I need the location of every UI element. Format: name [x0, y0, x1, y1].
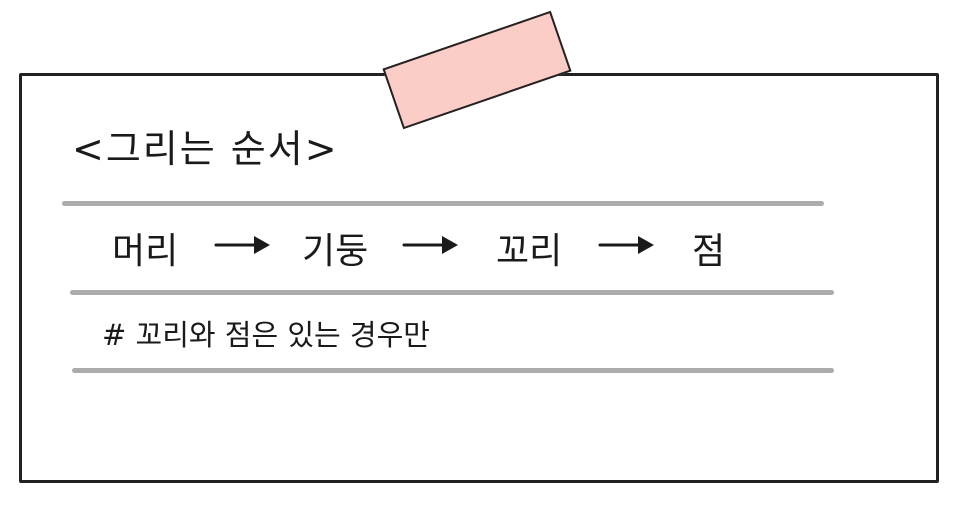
card-title: <그리는 순서>: [72, 127, 339, 171]
footnote: # 꼬리와 점은 있는 경우만: [102, 318, 430, 352]
sequence-step-dot: 점: [692, 231, 726, 272]
sequence-step-tail: 꼬리: [496, 231, 563, 272]
right-arrow-icon: [402, 236, 458, 254]
sequence-step-stem: 기둥: [302, 231, 369, 272]
right-arrow-icon: [598, 236, 654, 254]
right-arrow-icon: [214, 236, 270, 254]
ruled-line-bottom: [72, 368, 834, 373]
note-card: [19, 73, 939, 483]
ruled-line-top: [62, 201, 824, 206]
ruled-line-middle: [70, 290, 834, 295]
sequence-step-head: 머리: [112, 231, 179, 272]
